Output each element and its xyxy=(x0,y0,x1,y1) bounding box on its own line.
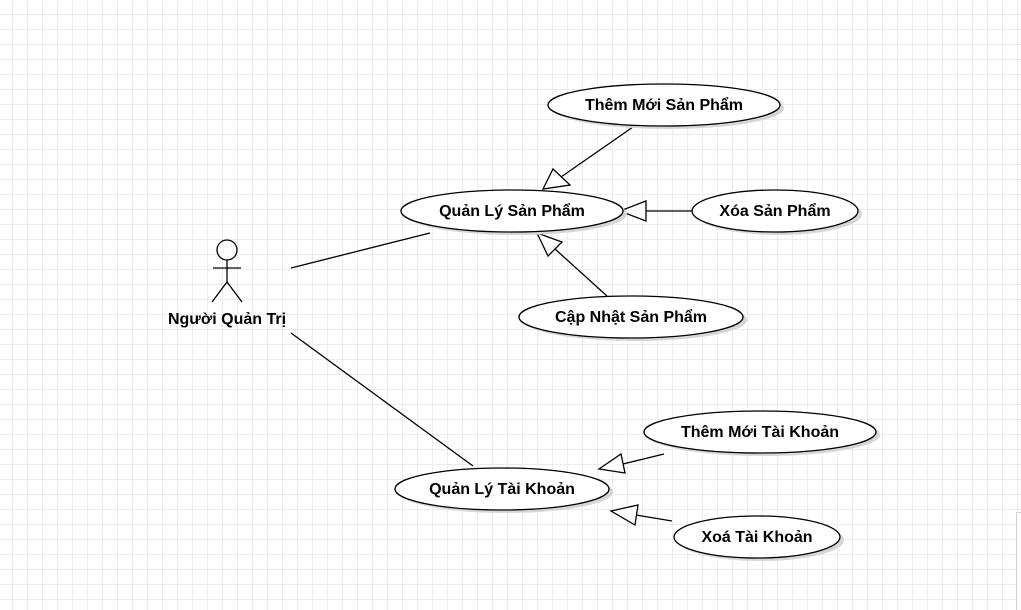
use-case-label: Thêm Mới Tài Khoản xyxy=(681,424,839,441)
generalization-add-account xyxy=(597,452,665,474)
generalization-update-product xyxy=(535,231,608,297)
use-case-label: Xóa Sản Phẩm xyxy=(719,202,830,220)
use-case-cap-nhat-san-pham[interactable]: Cập Nhật Sản Phẩm xyxy=(518,295,747,341)
use-case-label: Quản Lý Tài Khoản xyxy=(429,481,575,498)
generalization-delete-product xyxy=(618,200,694,222)
use-case-label: Cập Nhật Sản Phẩm xyxy=(555,308,707,326)
actor-person-icon[interactable] xyxy=(211,239,243,303)
use-case-them-moi-tai-khoan[interactable]: Thêm Mới Tài Khoản xyxy=(643,410,880,456)
use-case-quan-ly-san-pham[interactable]: Quản Lý Sản Phẩm xyxy=(400,189,627,235)
use-case-quan-ly-tai-khoan[interactable]: Quản Lý Tài Khoản xyxy=(394,467,613,513)
use-case-xoa-tai-khoan[interactable]: Xoá Tài Khoản xyxy=(673,515,844,561)
use-case-xoa-san-pham[interactable]: Xóa Sản Phẩm xyxy=(691,189,862,235)
generalization-delete-account xyxy=(609,504,673,527)
use-case-label: Xoá Tài Khoản xyxy=(701,529,812,546)
use-case-label: Quản Lý Sản Phẩm xyxy=(439,202,585,220)
actor-label: Người Quản Trị xyxy=(168,311,286,328)
association-line-accounts xyxy=(290,332,474,467)
use-case-them-moi-san-pham[interactable]: Thêm Mới Sản Phẩm xyxy=(547,83,784,129)
side-panel-edge[interactable] xyxy=(1016,512,1021,610)
use-case-label: Thêm Mới Sản Phẩm xyxy=(585,96,743,114)
generalization-add-product xyxy=(541,126,634,190)
association-line-products xyxy=(290,232,431,269)
